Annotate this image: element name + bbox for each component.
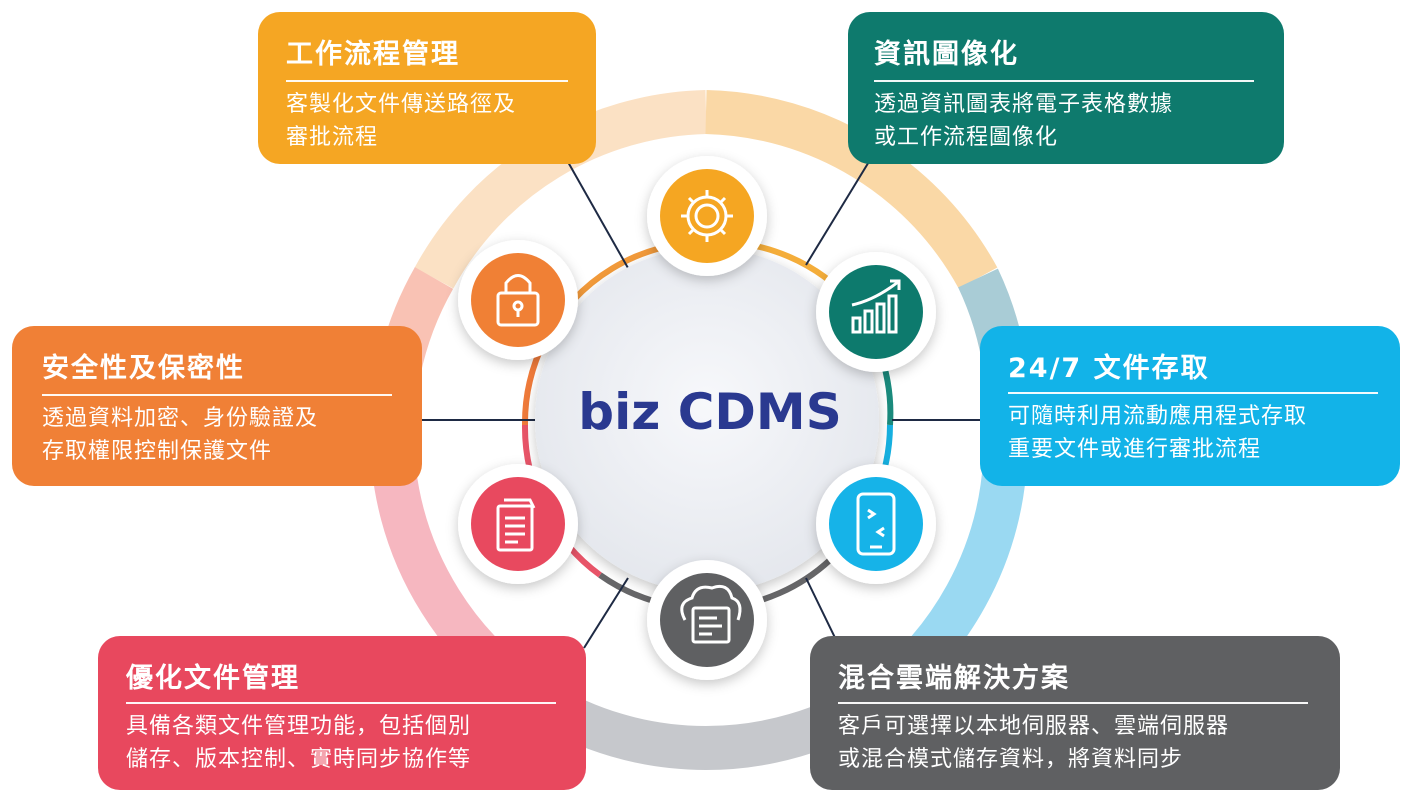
description-line: 重要文件或進行審批流程 [1008, 437, 1262, 462]
divider [838, 702, 1308, 704]
feature-optimize: 優化文件管理 具備各類文件管理功能，包括個別 儲存、版本控制、實時同步協作等 [98, 636, 586, 790]
feature-security: 安全性及保密性 透過資料加密、身份驗證及 存取權限控制保護文件 [12, 326, 422, 486]
feature-description: 具備各類文件管理功能，包括個別 儲存、版本控制、實時同步協作等 [126, 710, 471, 776]
description-line: 審批流程 [286, 125, 379, 150]
description-line: 客戶可選擇以本地伺服器、雲端伺服器 [838, 714, 1230, 739]
description-line: 可隨時利用流動應用程式存取 [1008, 404, 1308, 429]
divider [42, 394, 392, 396]
feature-title: 24/7 文件存取 [1008, 353, 1210, 384]
feature-title: 工作流程管理 [286, 39, 460, 70]
gear-badge[interactable] [647, 156, 767, 276]
documents-badge[interactable] [458, 464, 578, 584]
description-line: 存取權限控制保護文件 [42, 439, 273, 464]
feature-description: 透過資料加密、身份驗證及 存取權限控制保護文件 [42, 402, 318, 468]
description-line: 或混合模式儲存資料，將資料同步 [838, 747, 1184, 772]
description-line: 透過資料加密、身份驗證及 [42, 406, 319, 431]
description-line: 透過資訊圖表將電子表格數據 [874, 92, 1174, 117]
divider [1008, 392, 1378, 394]
cloud-icon [680, 584, 742, 644]
feature-visualization: 資訊圖像化 透過資訊圖表將電子表格數據 或工作流程圖像化 [848, 12, 1284, 164]
cloud-badge[interactable] [647, 560, 767, 680]
gear-icon [681, 190, 733, 242]
center-hub [535, 248, 879, 592]
feature-title: 安全性及保密性 [42, 353, 245, 384]
feature-description: 可隨時利用流動應用程式存取 重要文件或進行審批流程 [1008, 400, 1307, 466]
chart-growth-icon [851, 279, 901, 334]
divider [126, 702, 556, 704]
feature-description: 客製化文件傳送路徑及 審批流程 [286, 88, 516, 154]
description-line: 客製化文件傳送路徑及 [286, 92, 517, 117]
description-line: 或工作流程圖像化 [874, 125, 1059, 150]
description-line: 具備各類文件管理功能，包括個別 [126, 714, 472, 739]
connector-lines [420, 159, 980, 649]
feature-workflow: 工作流程管理 客製化文件傳送路徑及 審批流程 [258, 12, 596, 164]
mobile-badge[interactable] [816, 464, 936, 584]
feature-hybrid: 混合雲端解決方案 客戶可選擇以本地伺服器、雲端伺服器 或混合模式儲存資料，將資料… [810, 636, 1340, 790]
feature-title: 混合雲端解決方案 [838, 663, 1070, 694]
feature-access: 24/7 文件存取 可隨時利用流動應用程式存取 重要文件或進行審批流程 [980, 326, 1400, 486]
feature-title: 優化文件管理 [126, 663, 300, 694]
description-line: 儲存、版本控制、實時同步協作等 [126, 747, 472, 772]
lock-icon [496, 274, 540, 327]
divider [286, 80, 568, 82]
center-title: biz CDMS [578, 383, 842, 441]
feature-description: 客戶可選擇以本地伺服器、雲端伺服器 或混合模式儲存資料，將資料同步 [838, 710, 1229, 776]
feature-description: 透過資訊圖表將電子表格數據 或工作流程圖像化 [874, 88, 1173, 154]
mobile-icon [856, 492, 896, 556]
feature-title: 資訊圖像化 [874, 39, 1019, 70]
documents-icon [496, 498, 536, 552]
divider [874, 80, 1254, 82]
lock-badge[interactable] [458, 240, 578, 360]
